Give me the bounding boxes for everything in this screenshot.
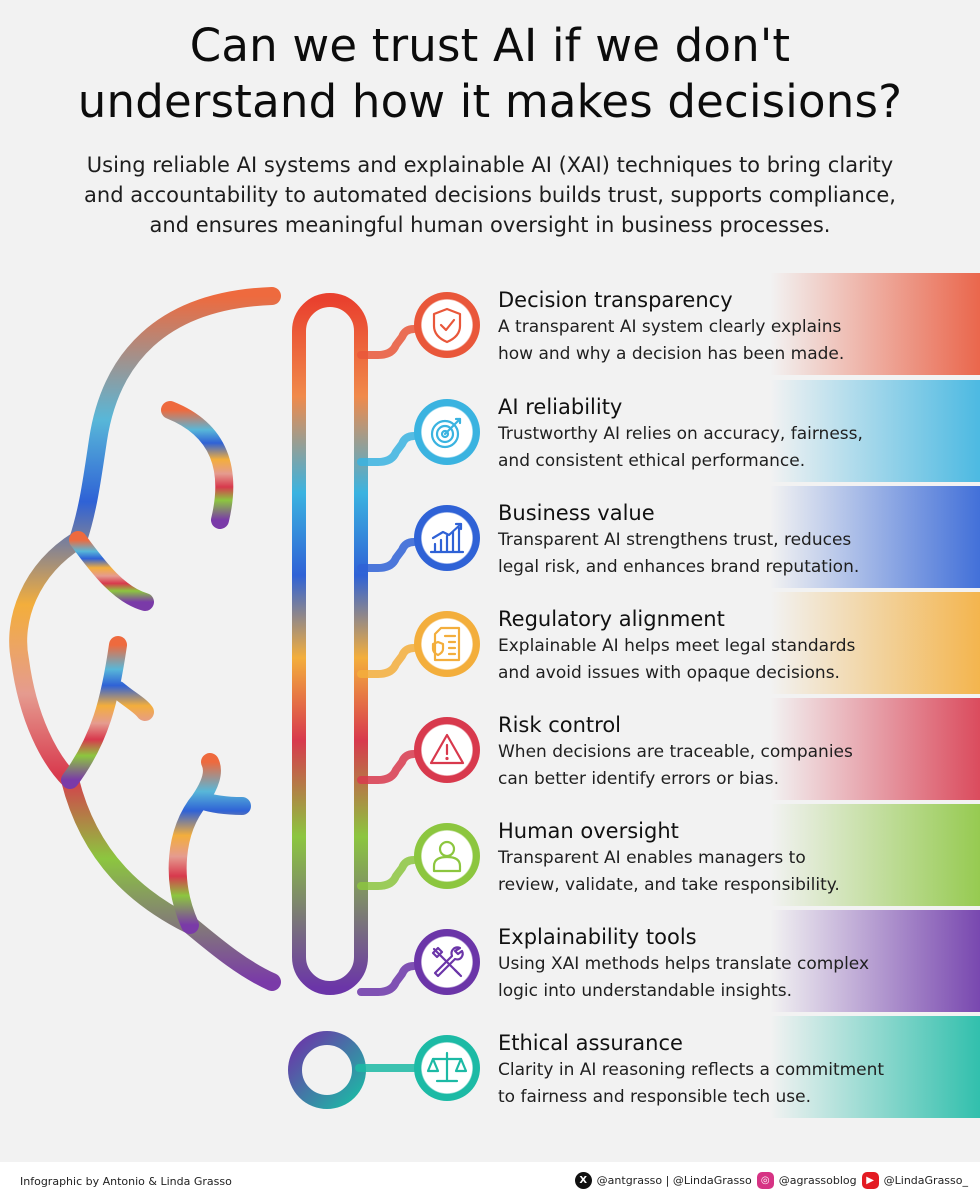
pillar-title: Human oversight <box>498 819 679 843</box>
page-subtitle: Using reliable AI systems and explainabl… <box>84 153 896 237</box>
pillar-text: how and why a decision has been made. <box>498 344 845 364</box>
pillar-human-oversight: Human oversight Transparent AI enables m… <box>498 817 968 899</box>
connector-line <box>357 432 418 466</box>
youtube-icon: ▶ <box>861 1172 879 1189</box>
page-title: Can we trust AI if we don't understand h… <box>77 19 903 128</box>
pillar-text: Trustworthy AI relies on accuracy, fairn… <box>498 424 863 444</box>
pillar-text: Explainable AI helps meet legal standard… <box>498 636 856 656</box>
color-strip <box>770 380 980 482</box>
pillar-text: A transparent AI system clearly explains <box>498 317 842 337</box>
target-icon <box>414 399 480 465</box>
color-strip <box>770 1016 980 1118</box>
instagram-handle[interactable]: @agrassoblog <box>778 1174 857 1187</box>
footer-credit: Infographic by Antonio & Linda Grasso <box>20 1175 232 1188</box>
color-strip <box>770 273 980 375</box>
pillar-title: AI reliability <box>498 395 623 419</box>
scales-icon <box>414 1035 480 1101</box>
pillar-text: review, validate, and take responsibilit… <box>498 875 840 895</box>
pillar-text: and avoid issues with opaque decisions. <box>498 663 840 683</box>
footer: Infographic by Antonio & Linda Grasso X … <box>0 1162 980 1200</box>
document-shield-icon <box>414 611 480 677</box>
pillar-text: can better identify errors or bias. <box>498 769 780 789</box>
brain-lobe-1 <box>161 401 234 529</box>
shield-check-icon <box>414 292 480 358</box>
pillar-text: Transparent AI strengthens trust, reduce… <box>498 530 852 550</box>
pillar-title: Risk control <box>498 713 621 737</box>
pillar-text: Clarity in AI reasoning reflects a commi… <box>498 1060 885 1080</box>
person-icon <box>414 823 480 889</box>
pillar-title: Regulatory alignment <box>498 607 725 631</box>
tools-icon <box>414 929 480 995</box>
pillar-title: Business value <box>498 501 655 525</box>
pillar-explainability-tools: Explainability tools Using XAI methods h… <box>498 923 968 1005</box>
warning-icon <box>414 717 480 783</box>
x-logo-icon: X <box>574 1172 592 1189</box>
pillar-decision-transparency: Decision transparency A transparent AI s… <box>498 286 968 368</box>
pillar-title: Ethical assurance <box>498 1031 683 1055</box>
pillar-regulatory-alignment: Regulatory alignment Explainable AI help… <box>498 605 968 687</box>
pillar-text: Transparent AI enables managers to <box>498 848 806 868</box>
instagram-icon: ◎ <box>756 1172 774 1189</box>
pillar-text: and consistent ethical performance. <box>498 451 806 471</box>
youtube-handle[interactable]: @LindaGrasso_ <box>883 1174 968 1187</box>
pillar-business-value: Business value Transparent AI strengthen… <box>498 499 968 581</box>
pillar-title: Decision transparency <box>498 288 733 312</box>
brain-lobe-2 <box>69 531 154 611</box>
pillar-text: logic into understandable insights. <box>498 981 793 1001</box>
pillar-risk-control: Risk control When decisions are traceabl… <box>498 711 968 793</box>
connector-line <box>357 325 418 359</box>
connector-line <box>357 538 418 572</box>
pillar-ai-reliability: AI reliability Trustworthy AI relies on … <box>498 393 968 475</box>
growth-chart-icon <box>414 505 480 571</box>
brain-stem <box>292 293 368 995</box>
brain-lobe-4 <box>168 753 251 934</box>
brain-outline <box>9 287 281 991</box>
connector-line <box>357 644 418 678</box>
color-strip <box>770 804 980 906</box>
social-handles: X @antgrasso | @LindaGrasso ◎ @agrassobl… <box>574 1172 968 1189</box>
pillar-title: Explainability tools <box>498 925 697 949</box>
pillar-text: legal risk, and enhances brand reputatio… <box>498 557 860 577</box>
connector-line <box>357 750 418 784</box>
x-handles[interactable]: @antgrasso | @LindaGrasso <box>596 1174 752 1187</box>
pillar-text: When decisions are traceable, companies <box>498 742 853 762</box>
brain-lobe-3 <box>61 636 154 789</box>
color-strip <box>770 910 980 1012</box>
brain-diagram <box>9 273 980 1118</box>
connector-line <box>357 856 418 890</box>
connector-line <box>357 962 418 996</box>
pillar-text: Using XAI methods helps translate comple… <box>498 954 870 974</box>
bottom-ring <box>288 1031 366 1109</box>
pillar-text: to fairness and responsible tech use. <box>498 1087 812 1107</box>
color-strip <box>770 592 980 694</box>
color-strip <box>770 486 980 588</box>
pillar-ethical-assurance: Ethical assurance Clarity in AI reasonin… <box>498 1029 968 1111</box>
color-strip <box>770 698 980 800</box>
